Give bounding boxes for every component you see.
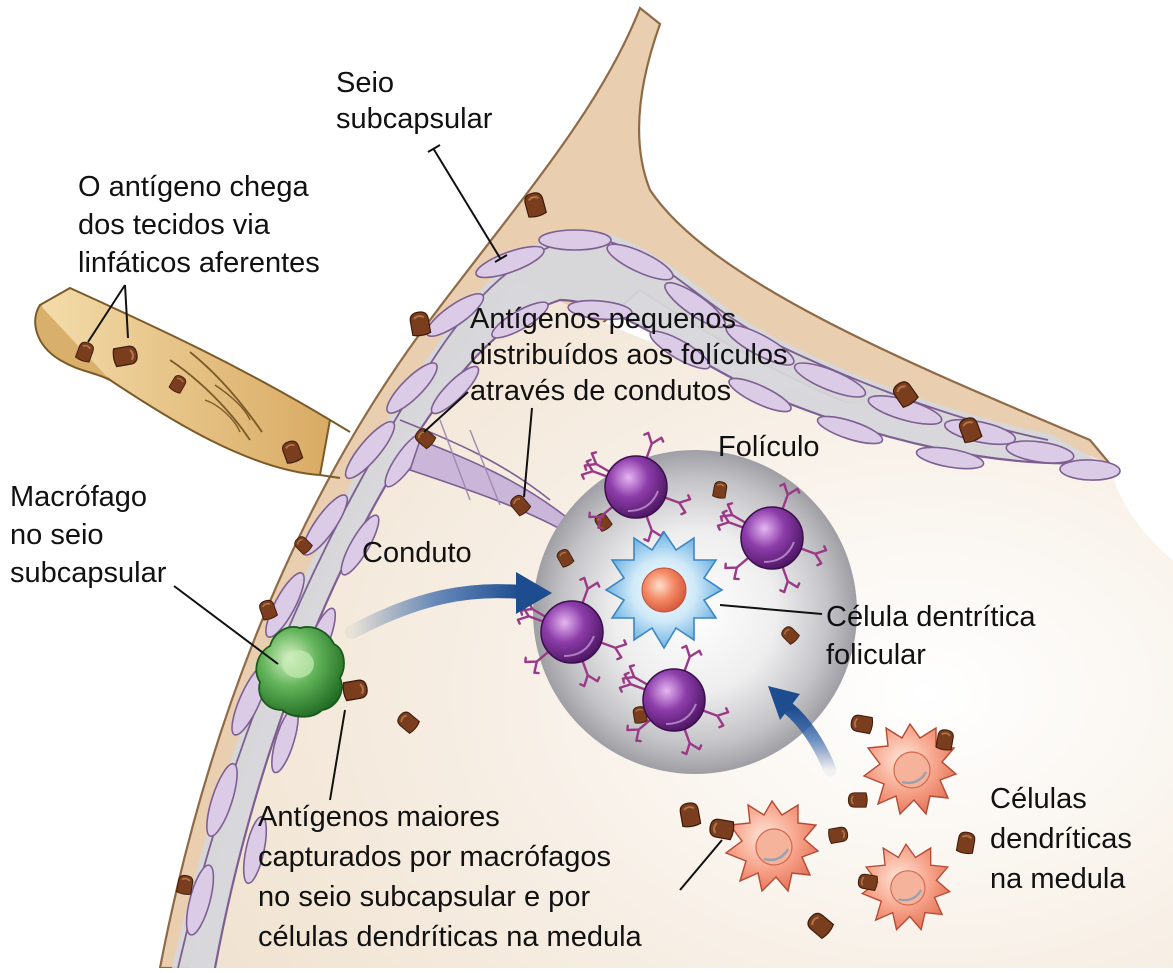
label-macrophage: Macrófago no seio subcapsular [10, 481, 167, 589]
afferent-lymphatic-vessel [35, 288, 350, 478]
antigen-icon [848, 793, 867, 807]
label-subcapsular-sinus: Seio subcapsular [336, 67, 493, 135]
label-conduit: Conduto [362, 537, 472, 569]
label-antigen-arrives: O antígeno chega dos tecidos via linfáti… [78, 171, 320, 279]
antigen-icon [409, 311, 431, 337]
label-follicle: Folículo [718, 431, 820, 463]
